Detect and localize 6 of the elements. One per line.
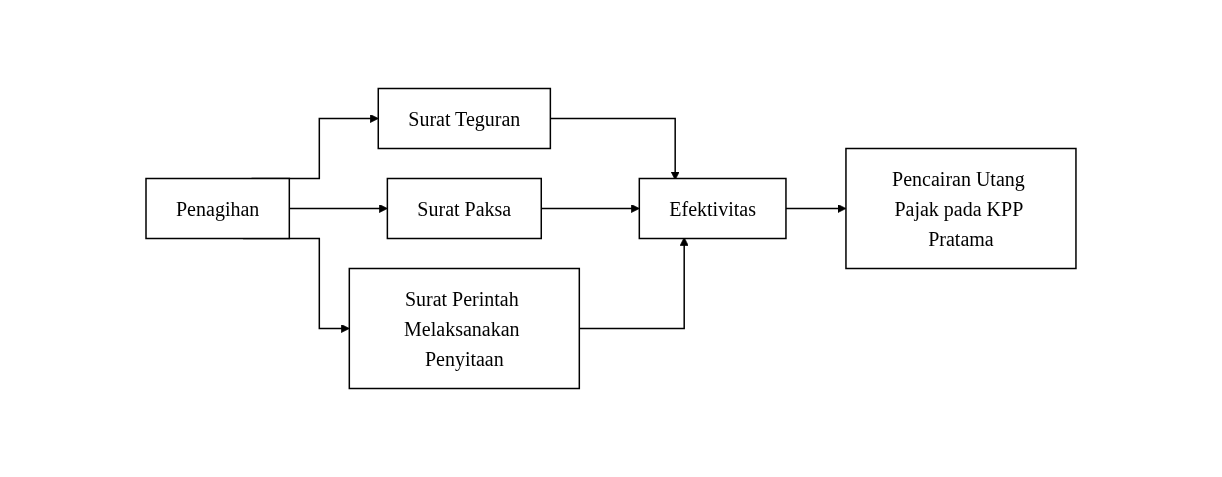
node-box: Surat Teguran <box>377 87 552 150</box>
node-box: Surat Paksa <box>386 177 542 240</box>
node-box: Surat Perintah Melaksanakan Penyitaan <box>348 267 581 390</box>
node-box: Penagihan <box>145 177 291 240</box>
node-box: Efektivitas <box>638 177 787 240</box>
node-box: Pencairan Utang Pajak pada KPP Pratama <box>845 147 1077 270</box>
